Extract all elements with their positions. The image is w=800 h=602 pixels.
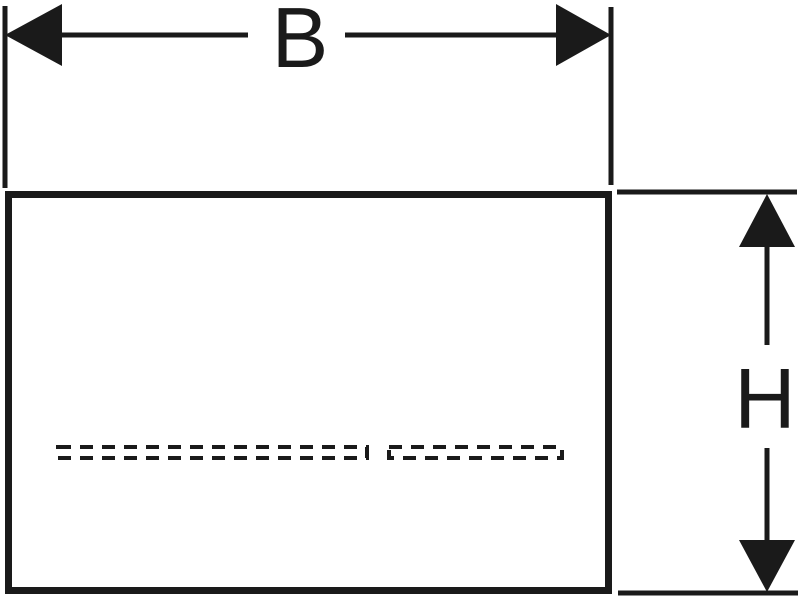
arrowhead-down-icon [739,540,795,592]
dimension-B-group: B [2,0,614,188]
hidden-slot-right [387,445,564,460]
hidden-slot-left [56,445,369,460]
arrowhead-up-icon [739,194,795,247]
dimension-label-B: B [272,0,329,86]
dimension-H-group: H [617,189,798,596]
hidden-features-group [56,445,564,460]
main-rectangle-outline [5,191,612,594]
arrowhead-left-icon [5,4,62,66]
dimension-label-H: H [734,352,795,447]
arrowhead-right-icon [556,4,611,66]
